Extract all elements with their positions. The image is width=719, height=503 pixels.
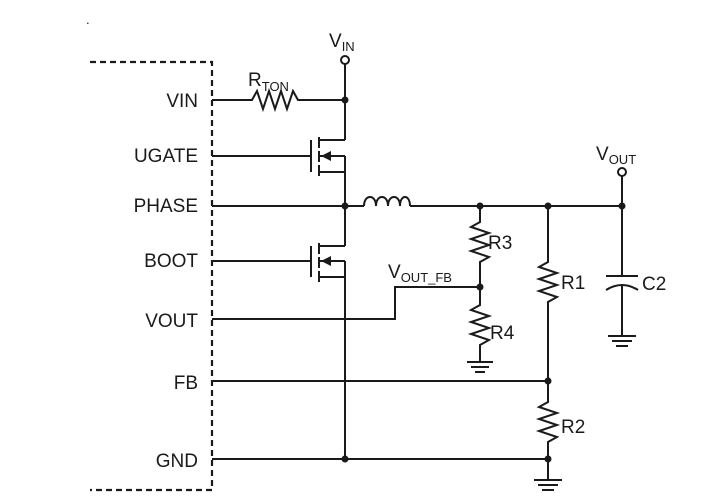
ic-boundary [90, 60, 214, 492]
r2-resistor [535, 381, 561, 459]
vout-sense-wire [212, 286, 480, 320]
low-side-mosfet [212, 206, 346, 459]
vin-terminal-label: VIN [329, 31, 355, 54]
c2-label: C2 [642, 274, 666, 295]
junction-vin [341, 96, 349, 104]
r2-label: R2 [561, 417, 585, 438]
pin-label-ugate: UGATE [134, 146, 198, 167]
pin-label-vin: VIN [166, 91, 198, 112]
inductor [363, 196, 411, 207]
r4-label: R4 [490, 323, 515, 344]
r1-label: R1 [561, 273, 585, 294]
junction-gnd-mosfet [341, 455, 349, 463]
c2-capacitor [605, 206, 639, 347]
vout-terminal [617, 167, 627, 177]
rton-resistor [212, 87, 345, 113]
r4-resistor [467, 287, 493, 362]
vout-fb-label: VOUT_FB [388, 262, 452, 285]
vout-terminal-label: VOUT [596, 144, 636, 167]
r3-label: R3 [488, 233, 512, 254]
ground-r4 [467, 361, 493, 373]
rton-label: RTON [248, 70, 289, 94]
pin-label-boot: BOOT [144, 251, 198, 272]
pin-label-phase: PHASE [134, 196, 198, 217]
r3-resistor [467, 206, 493, 287]
pin-label-gnd: GND [156, 451, 198, 472]
corner-dot: . [86, 12, 90, 27]
pin-label-vout: VOUT [145, 311, 198, 332]
high-side-mosfet [212, 137, 346, 205]
r1-resistor [535, 206, 561, 380]
vin-terminal [340, 55, 350, 65]
ground-r2 [534, 459, 562, 491]
pin-label-fb: FB [174, 373, 198, 394]
